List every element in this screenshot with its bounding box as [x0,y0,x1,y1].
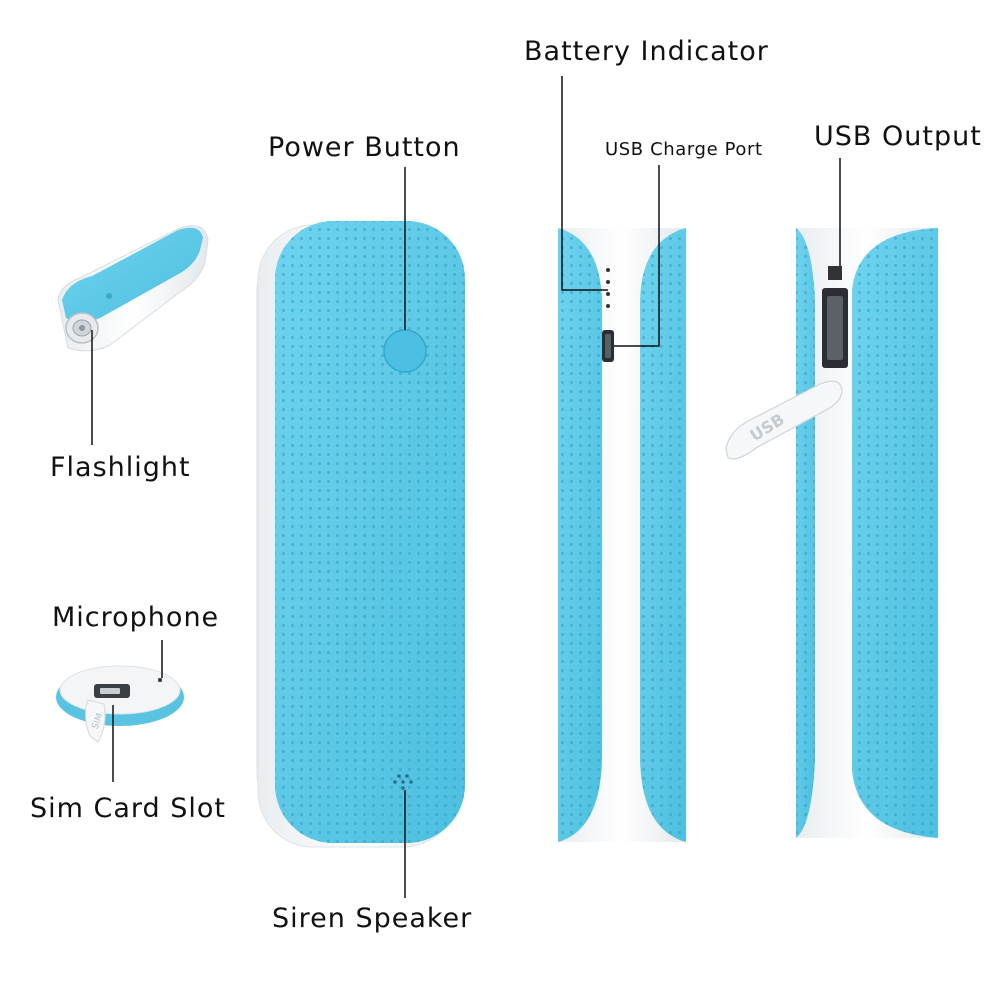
flashlight-device [57,225,209,352]
sim-card-slot-label: Sim Card Slot [30,793,227,824]
usb-output-label: USB Output [814,121,982,152]
power-button-label: Power Button [268,132,461,163]
side-device [558,228,686,842]
sim-card-device [56,665,184,743]
flashlight-label: Flashlight [50,452,191,483]
microphone-label: Microphone [52,602,220,633]
siren-speaker-label: Siren Speaker [272,903,473,934]
battery-indicator-label: Battery Indicator [524,36,769,67]
usb-charge-port-label: USB Charge Port [605,139,763,160]
leader-lines [91,76,841,898]
usb-output-device [725,228,938,838]
front-device [256,221,465,848]
